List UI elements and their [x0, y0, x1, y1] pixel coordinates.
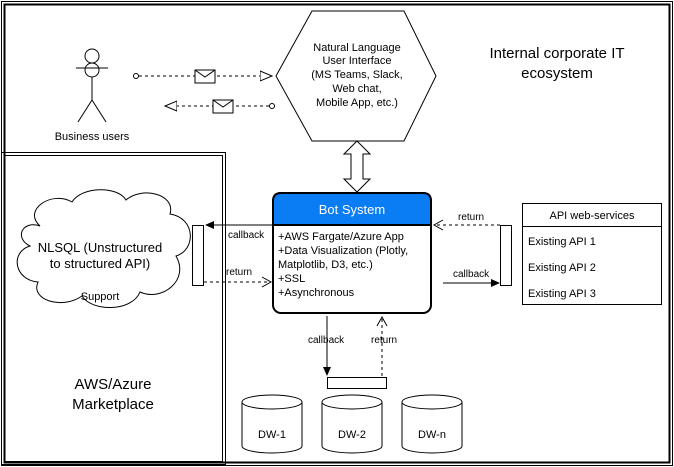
database-label-dw-1: DW-1 [258, 429, 286, 441]
nlui-line-4: Web chat, [332, 83, 381, 95]
business-user-icon [76, 48, 108, 123]
marketplace-region-outer [1, 152, 226, 465]
nlsql-line-2: to structured API) [50, 256, 150, 271]
api-item-3: Existing API 3 [528, 288, 596, 300]
bot-line-5: +Asynchronous [278, 287, 355, 299]
bot-line-1: +AWS Fargate/Azure App [278, 231, 404, 243]
envelope-icon [212, 99, 234, 114]
bot-system-box [272, 192, 432, 314]
return-bottom-label: return [371, 335, 397, 346]
callback-bottom-label: callback [308, 335, 345, 346]
nlsql-support-label: Support [81, 291, 120, 303]
bot-line-4: +SSL [278, 273, 305, 285]
database-dw-n [401, 394, 463, 454]
nlui-line-3: (MS Teams, Slack, [311, 69, 403, 81]
database-dw-2 [321, 394, 383, 454]
nlui-line-5: Mobile App, etc.) [316, 97, 398, 109]
bot-system-title: Bot System [319, 202, 385, 217]
marketplace-title-line2: Marketplace [72, 396, 154, 413]
corporate-title-line2: ecosystem [521, 65, 593, 82]
api-item-2: Existing API 2 [528, 262, 596, 274]
return-left-label: return [226, 267, 252, 278]
api-queue [500, 225, 512, 286]
callback-right-label: callback [453, 269, 490, 280]
nlsql-line-1: NLSQL (Unstructured [38, 240, 163, 255]
business-users-label: Business users [55, 131, 130, 143]
database-label-dw-n: DW-n [418, 429, 446, 441]
bot-line-3: Matplotlib, D3, etc.) [278, 259, 373, 271]
nlui-line-1: Natural Language [313, 42, 400, 54]
dw-queue [327, 377, 387, 389]
message-arrow-to-user [165, 104, 275, 109]
callback-left-label: callback [228, 230, 265, 241]
api-item-1: Existing API 1 [528, 236, 596, 248]
nlui-line-2: User Interface [322, 55, 391, 67]
database-dw-1 [241, 394, 303, 454]
nlui-hexagon [275, 10, 437, 142]
bot-line-2: +Data Visualization (Plotly, [278, 245, 408, 257]
nlsql-cloud [16, 189, 191, 309]
envelope-icon [194, 69, 216, 84]
api-services-box [522, 203, 662, 305]
corporate-title: Internal corporate IT [489, 45, 624, 62]
return-right-label: return [458, 212, 484, 223]
marketplace-region-inner [4, 155, 223, 462]
database-label-dw-2: DW-2 [338, 429, 366, 441]
marketplace-title: AWS/Azure [75, 376, 152, 393]
api-services-title: API web-services [550, 210, 635, 222]
bidirectional-arrow [342, 140, 372, 193]
nlsql-queue [192, 225, 204, 286]
